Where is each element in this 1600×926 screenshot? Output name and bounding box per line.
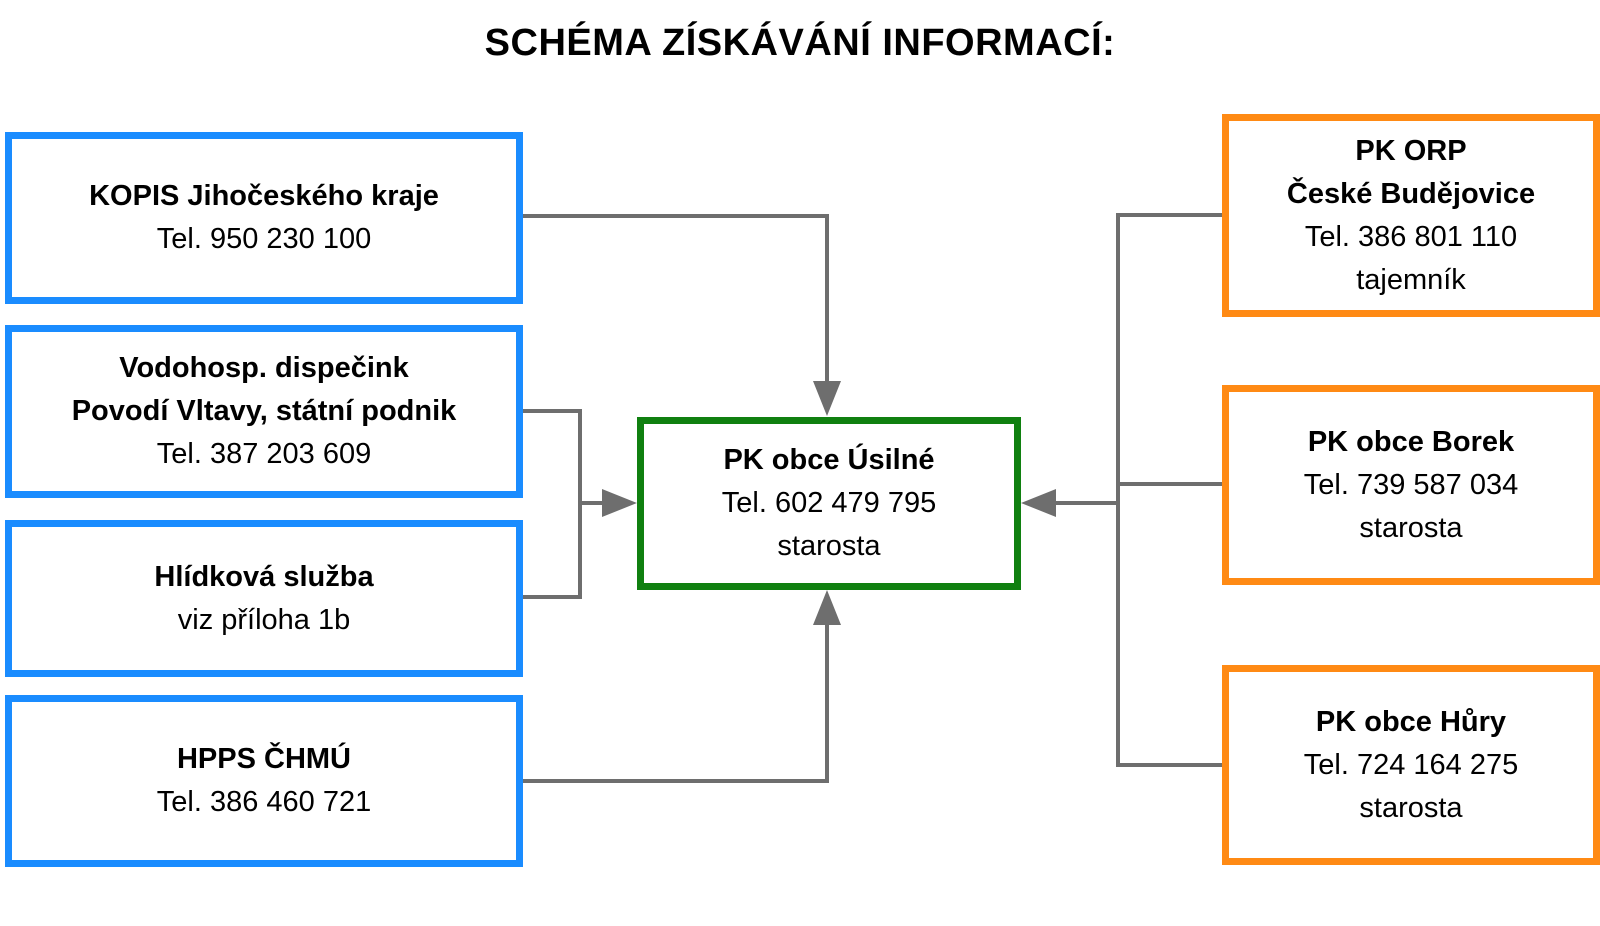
box-pk-hury: PK obce Hůry Tel. 724 164 275 starosta [1222,665,1600,865]
arrowhead-left [602,489,637,517]
hury-name: PK obce Hůry [1315,705,1507,738]
hpps-name: HPPS ČHMÚ [176,743,351,775]
box-vodohosp-dispecink: Vodohosp. dispečink Povodí Vltavy, státn… [5,325,523,498]
box-hpps-chmu: HPPS ČHMÚ Tel. 386 460 721 [5,695,523,867]
kopis-phone: Tel. 950 230 100 [156,223,372,255]
usilne-name: PK obce Úsilné [723,444,935,476]
hpps-phone: Tel. 386 460 721 [156,786,372,818]
usilne-phone: Tel. 602 479 795 [721,487,937,519]
borek-phone: Tel. 739 587 034 [1303,468,1519,501]
box-pk-orp: PK ORP České Budějovice Tel. 386 801 110… [1222,114,1600,317]
borek-role: starosta [1359,511,1463,544]
hlidkova-name: Hlídková služba [154,560,374,593]
vodohosp-name-line1: Vodohosp. dispečink [119,352,409,384]
vodohosp-name-line2: Povodí Vltavy, státní podnik [71,395,457,427]
kopis-name: KOPIS Jihočeského kraje [89,180,439,212]
diagram-title: SCHÉMA ZÍSKÁVÁNÍ INFORMACÍ: [484,22,1116,64]
orp-name-line2: České Budějovice [1286,177,1536,210]
hury-role: starosta [1359,791,1463,824]
hlidkova-note: viz příloha 1b [177,603,351,636]
orp-role: tajemník [1356,263,1466,296]
box-pk-borek: PK obce Borek Tel. 739 587 034 starosta [1222,385,1600,585]
orp-phone: Tel. 386 801 110 [1304,220,1518,253]
orp-name-line1: PK ORP [1355,134,1467,167]
box-hlidkova-sluzba: Hlídková služba viz příloha 1b [5,520,523,677]
usilne-role: starosta [777,530,881,562]
arrowhead-right [1021,489,1056,517]
vodohosp-phone: Tel. 387 203 609 [156,438,372,470]
arrowhead-bottom [813,590,841,625]
connector-right-bus [1116,213,1222,767]
box-pk-usilne: PK obce Úsilné Tel. 602 479 795 starosta [637,417,1021,590]
connector-kopis [513,214,829,392]
box-kopis: KOPIS Jihočeského kraje Tel. 950 230 100 [5,132,523,304]
connector-hpps [513,620,829,783]
borek-name: PK obce Borek [1307,425,1515,458]
hury-phone: Tel. 724 164 275 [1303,748,1519,781]
connector-vodohosp [513,409,582,599]
arrowhead-top [813,381,841,416]
